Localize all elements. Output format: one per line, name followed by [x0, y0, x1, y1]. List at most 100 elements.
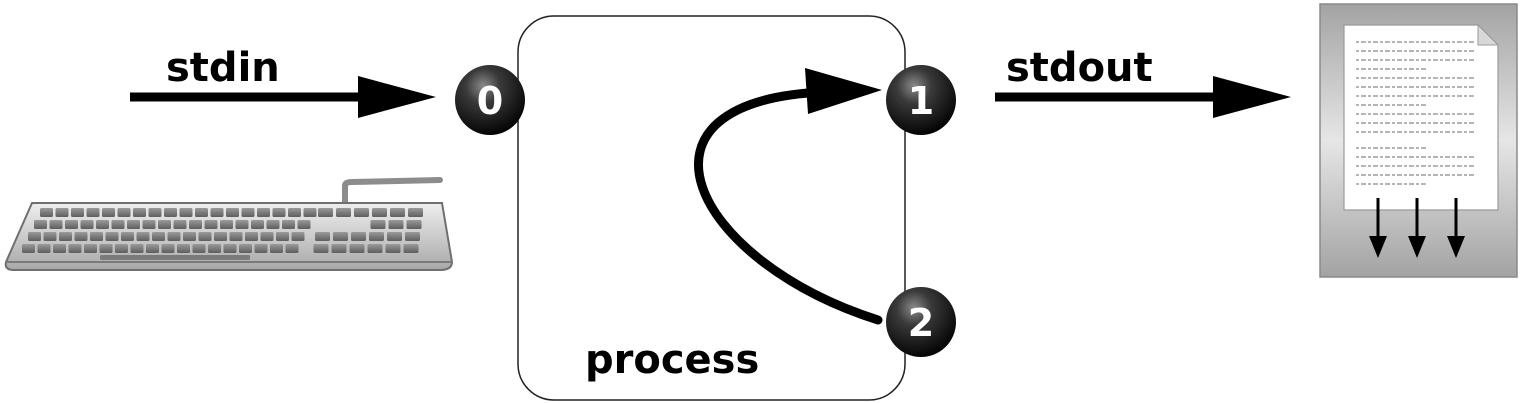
- keyboard-key: [239, 244, 252, 253]
- keyboard-key: [148, 208, 162, 217]
- keyboard-key: [173, 220, 187, 229]
- keyboard-key: [111, 220, 125, 229]
- keyboard-key: [34, 220, 47, 229]
- fd-1-label: 1: [908, 79, 934, 123]
- keyboard-key: [133, 208, 146, 217]
- keyboard-key: [74, 232, 88, 241]
- keyboard-key: [161, 244, 175, 253]
- fd-0-label: 0: [477, 79, 503, 123]
- keyboard-key: [331, 244, 347, 253]
- keyboard-key: [406, 220, 422, 229]
- keyboard-key: [90, 232, 103, 241]
- keyboard-key: [214, 232, 227, 241]
- keyboard-key: [372, 208, 387, 217]
- keyboard-key: [192, 244, 206, 253]
- keyboard-key: [80, 220, 94, 229]
- keyboard-key: [297, 220, 311, 229]
- keyboard-key: [241, 208, 255, 217]
- keyboard-key: [270, 244, 283, 253]
- keyboard-key: [266, 220, 280, 229]
- keyboard-key: [49, 220, 63, 229]
- keyboard-key: [387, 232, 402, 241]
- keyboard-key: [285, 244, 299, 253]
- keyboard-keys: [22, 208, 423, 260]
- keyboard-key: [121, 232, 134, 241]
- keyboard-key: [55, 208, 69, 217]
- keyboard-key: [288, 208, 301, 217]
- keyboard-key: [204, 220, 218, 229]
- keyboard-key: [276, 232, 289, 241]
- keyboard-key: [142, 220, 156, 229]
- stdout-arrow: [995, 76, 1291, 118]
- keyboard-key: [403, 244, 419, 253]
- keyboard-key: [390, 208, 405, 217]
- stdin-label: stdin: [166, 45, 280, 91]
- fd-2-label: 2: [908, 301, 934, 345]
- keyboard-key: [189, 220, 202, 229]
- keyboard-key: [96, 220, 109, 229]
- keyboard-key: [336, 208, 351, 217]
- stdout-label: stdout: [1006, 45, 1153, 91]
- keyboard-key: [251, 220, 264, 229]
- keyboard-key: [179, 208, 193, 217]
- keyboard-key: [43, 232, 57, 241]
- keyboard-key: [257, 208, 270, 217]
- keyboard-key: [235, 220, 249, 229]
- keyboard-key: [272, 208, 286, 217]
- keyboard-key: [229, 232, 243, 241]
- keyboard-key: [167, 232, 181, 241]
- keyboard-key: [370, 220, 386, 229]
- fd-0-node: 0: [455, 65, 525, 135]
- keyboard-key: [71, 208, 84, 217]
- keyboard-key: [99, 244, 113, 253]
- keyboard-key: [59, 232, 72, 241]
- keyboard-key: [220, 220, 233, 229]
- keyboard-key: [40, 208, 53, 217]
- keyboard-key: [117, 208, 131, 217]
- keyboard-key: [388, 220, 404, 229]
- keyboard-key: [115, 244, 128, 253]
- keyboard-key: [313, 244, 329, 253]
- keyboard-key: [68, 244, 82, 253]
- keyboard-key: [369, 232, 384, 241]
- keyboard-key: [65, 220, 78, 229]
- keyboard-key: [315, 232, 330, 241]
- keyboard-key: [183, 232, 196, 241]
- keyboard-key: [28, 232, 41, 241]
- keyboard-spacebar: [100, 255, 250, 260]
- keyboard-key: [37, 244, 51, 253]
- keyboard-key: [245, 232, 258, 241]
- keyboard-key: [405, 232, 420, 241]
- keyboard-key: [164, 208, 177, 217]
- fd-1-node: 1: [886, 65, 956, 135]
- keyboard-key: [354, 208, 369, 217]
- keyboard-key: [136, 232, 150, 241]
- keyboard-key: [195, 208, 208, 217]
- keyboard-key: [177, 244, 190, 253]
- document-text-lines: [1356, 41, 1476, 185]
- keyboard-key: [105, 232, 119, 241]
- keyboard-key: [152, 232, 165, 241]
- keyboard-key: [282, 220, 295, 229]
- keyboard-key: [53, 244, 66, 253]
- document-printer-icon: [1319, 3, 1518, 278]
- keyboard-key: [158, 220, 171, 229]
- keyboard-key: [84, 244, 97, 253]
- keyboard-key: [254, 244, 268, 253]
- keyboard-key: [208, 244, 221, 253]
- keyboard-key: [130, 244, 144, 253]
- keyboard-key: [351, 232, 366, 241]
- keyboard-key: [333, 232, 348, 241]
- keyboard-key: [349, 244, 365, 253]
- process-label: process: [585, 337, 759, 383]
- keyboard-key: [146, 244, 159, 253]
- output-down-arrows: [1369, 198, 1465, 258]
- stderr-to-stdout-arrow: [694, 68, 883, 325]
- keyboard-key: [408, 208, 423, 217]
- keyboard-key: [291, 232, 305, 241]
- keyboard-key: [198, 232, 212, 241]
- keyboard-icon: [4, 177, 454, 271]
- keyboard-key: [260, 232, 274, 241]
- keyboard-key: [86, 208, 100, 217]
- fd-2-node: 2: [886, 287, 956, 357]
